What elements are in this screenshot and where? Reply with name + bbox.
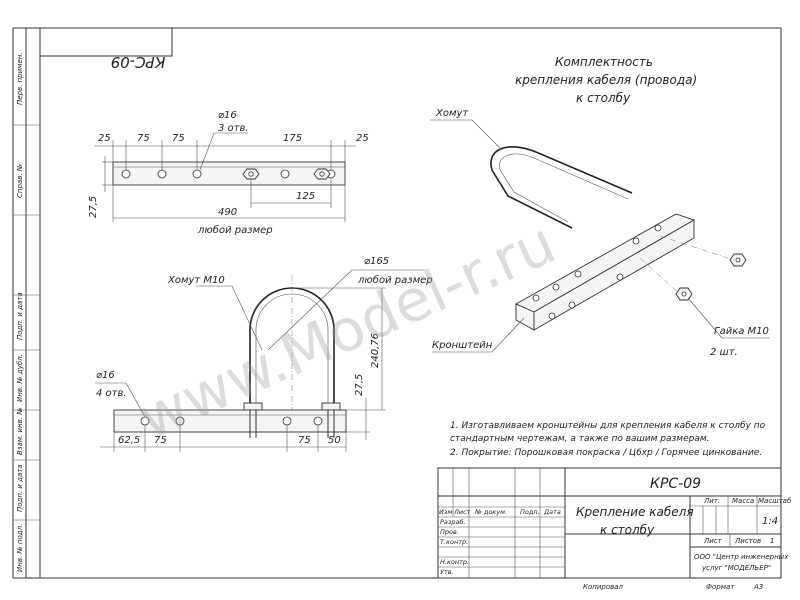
assembly-hole-diameter: ⌀16: [96, 370, 115, 381]
sheet-frame: [12, 27, 782, 579]
format-value: А3: [753, 583, 763, 591]
org-line-1: ООО "Центр инженерных: [694, 553, 789, 561]
watermark: www.Model-r.ru: [128, 208, 565, 452]
assembly-hole: [313, 416, 323, 426]
role-prov: Пров.: [440, 528, 459, 536]
sheets-value: 1: [770, 537, 774, 545]
assembly-title-1: Комплектность: [555, 55, 653, 69]
col-masshtab: Масштаб: [758, 497, 792, 505]
col-lit: Лит.: [703, 497, 720, 505]
col-izm: Изм: [439, 508, 452, 516]
dim-top-25-left: 25: [98, 133, 111, 144]
assembly-title-3: к столбу: [576, 91, 631, 105]
notes: 1. Изготавливаем кронштейны для креплени…: [450, 421, 766, 458]
label-iso-bracket: Кронштейн: [432, 340, 493, 351]
bracket-hole: [157, 169, 167, 179]
stamp-perv-primen: Перв. примен.: [16, 52, 24, 105]
stamp-sprav-no: Справ. №: [16, 164, 24, 198]
role-utv: Утв.: [440, 568, 454, 576]
dim-top-25-right: 25: [356, 133, 369, 144]
dim-total-490: 490: [218, 207, 237, 218]
role-razrab: Разраб.: [440, 518, 466, 526]
role-nkontr: Н.контр.: [440, 558, 469, 566]
assembly-hole: [282, 416, 292, 426]
dim-bottom-62-5: 62,5: [118, 435, 140, 446]
stamp-inv-dubl: Инв. № дубл.: [16, 354, 24, 402]
col-sheets: Листов: [734, 537, 761, 545]
hole-count: 3 отв.: [218, 123, 249, 134]
bracket-hole: [280, 169, 290, 179]
role-tkontr: Т.контр.: [440, 538, 468, 546]
code-mirrored: КРС-09: [111, 53, 166, 71]
note-line-2: стандартным чертежам, а также по вашим р…: [450, 434, 710, 444]
dim-height-240: 240,76: [370, 333, 381, 368]
col-data: Дата: [543, 508, 561, 516]
title-name-2: к столбу: [600, 523, 655, 537]
clamp-diameter-note: любой размер: [357, 274, 433, 286]
dim-bottom-75-a: 75: [154, 435, 167, 446]
clamp-diameter: ⌀165: [364, 256, 389, 267]
note-line-3: 2. Покрытие: Порошковая покраска / Ц6хр …: [450, 448, 762, 458]
col-sheet: Лист: [703, 537, 723, 545]
title-code: КРС-09: [650, 476, 701, 492]
dim-bottom-50: 50: [328, 435, 341, 446]
dim-125: 125: [296, 191, 315, 202]
label-format: Формат: [706, 583, 735, 591]
stamp-podp-data-2: Подп. и дата: [16, 464, 24, 512]
label-clamp-m10: Хомут М10: [167, 275, 225, 286]
label-kopiroval: Копировал: [583, 583, 624, 591]
iso-view: Комплектность крепления кабеля (провода)…: [430, 55, 770, 358]
bracket-view: 25 75 75 175 25 ⌀16 3 отв. 125 27,5 490 …: [88, 110, 369, 236]
stamp-inv-podl: Инв. № подл.: [16, 524, 24, 572]
assembly-view: Хомут М10 ⌀165 любой размер 240,76 27,5 …: [95, 256, 433, 452]
hole-diameter: ⌀16: [218, 110, 237, 121]
dim-height-bracket: 27,5: [88, 196, 99, 218]
label-iso-nut: Гайка М10: [714, 326, 769, 337]
bracket-hole: [192, 169, 202, 179]
label-iso-nut-qty: 2 шт.: [710, 347, 738, 358]
label-iso-clamp: Хомут: [435, 108, 469, 119]
col-dokum: № докум.: [474, 508, 507, 516]
iso-clamp: [490, 146, 633, 229]
scale-value: 1:4: [762, 516, 778, 527]
stamp-vzam-inv: Взам. инв. №: [16, 407, 24, 455]
dim-total-note: любой размер: [197, 224, 273, 236]
col-massa: Масса: [732, 497, 754, 505]
dim-top-75-b: 75: [172, 133, 185, 144]
dim-small-27-5: 27,5: [354, 374, 365, 396]
bracket-hole: [121, 169, 131, 179]
dim-top-175: 175: [283, 133, 302, 144]
side-stamps: Перв. примен. Справ. № Подп. и дата Инв.…: [13, 52, 40, 572]
title-name-1: Крепление кабеля: [576, 505, 694, 519]
dim-bottom-75-b: 75: [298, 435, 311, 446]
code-box-mirrored: КРС-09: [39, 27, 173, 71]
assembly-hole-count: 4 отв.: [96, 388, 127, 399]
assembly-title-2: крепления кабеля (провода): [515, 73, 697, 87]
title-block: Изм Лист № докум. Подп. Дата Разраб. Про…: [437, 467, 792, 579]
stamp-podp-data-1: Подп. и дата: [16, 292, 24, 340]
note-line-1: 1. Изготавливаем кронштейны для креплени…: [450, 421, 766, 431]
col-list: Лист: [453, 508, 471, 516]
col-podp: Подп.: [520, 508, 540, 516]
dim-top-75-a: 75: [137, 133, 150, 144]
org-line-2: услуг "МОДЕЛЬЕР": [701, 564, 771, 572]
